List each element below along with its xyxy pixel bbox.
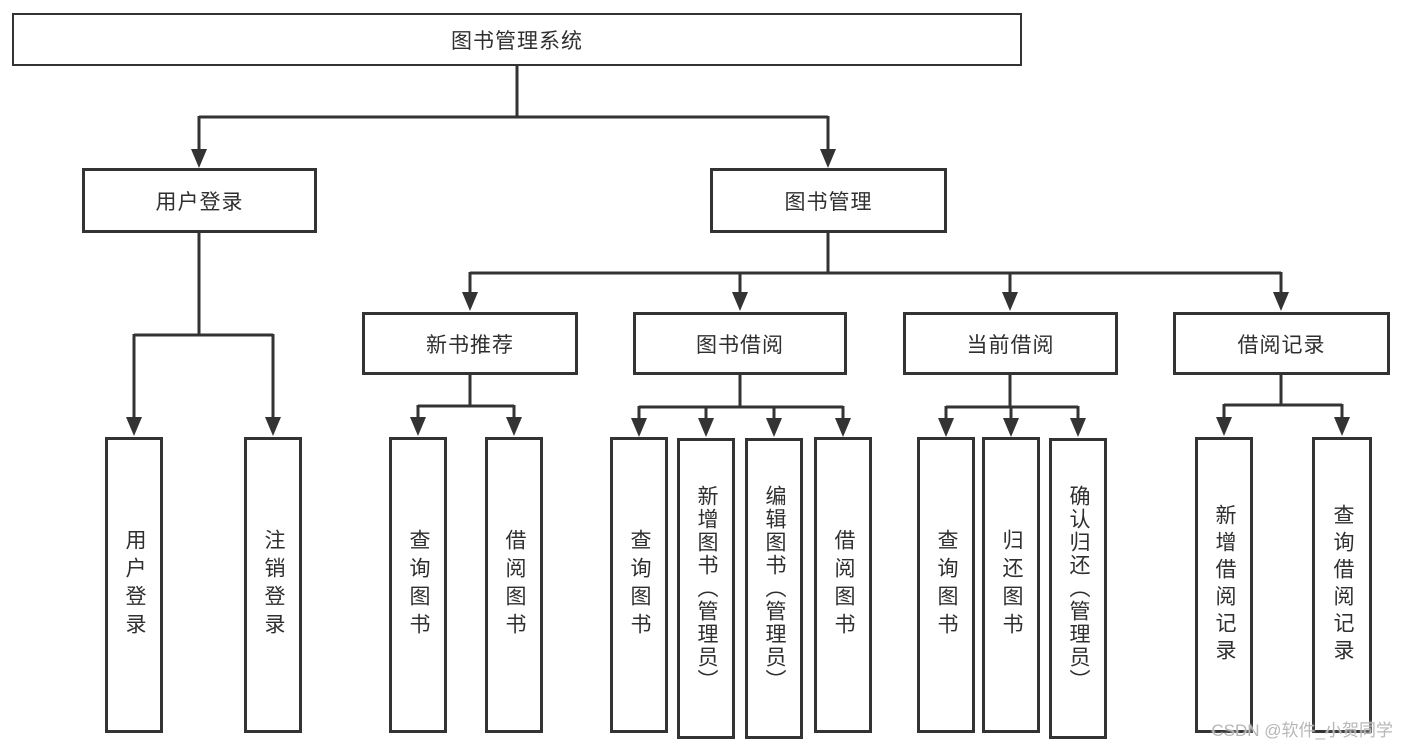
arrowhead-icon: [1003, 418, 1019, 437]
connector-bookborrow-to-children: [637, 375, 845, 420]
leaf-borrow-books: 借阅图书: [814, 437, 872, 733]
node-user-login: 用户登录: [82, 168, 317, 233]
arrowhead-icon: [1216, 417, 1232, 436]
leaf-current-query-books: 查询图书: [917, 437, 975, 733]
connector-root-to-level2: [197, 66, 830, 151]
leaf-borrow-query-books-label: 查询图书: [628, 529, 652, 641]
arrowhead-icon: [1334, 417, 1350, 436]
leaf-recommend-borrow-books: 借阅图书: [485, 437, 543, 733]
node-book-management-label: 图书管理: [784, 190, 873, 214]
leaf-borrow-query-books: 查询图书: [610, 437, 668, 733]
leaf-user-login: 用户登录: [105, 437, 163, 733]
arrowhead-icon: [410, 417, 426, 436]
leaf-return-books-label: 归还图书: [1000, 529, 1024, 641]
node-root-label: 图书管理系统: [451, 29, 583, 53]
connector-borrowrecords-to-children: [1222, 375, 1344, 419]
arrowhead-icon: [732, 292, 748, 311]
leaf-add-books-admin: 新增图书（管理员）: [677, 438, 735, 739]
leaf-recommend-query-books-label: 查询图书: [407, 529, 431, 641]
arrowhead-icon: [462, 292, 478, 311]
leaf-recommend-query-books: 查询图书: [389, 437, 447, 733]
leaf-borrow-books-label: 借阅图书: [832, 529, 856, 641]
node-user-login-label: 用户登录: [155, 190, 244, 214]
leaf-recommend-borrow-books-label: 借阅图书: [503, 529, 527, 641]
node-current-borrow: 当前借阅: [903, 312, 1118, 375]
connector-newbookrec-to-children: [416, 375, 516, 419]
arrowhead-icon: [766, 418, 782, 437]
arrowhead-icon: [1002, 292, 1018, 311]
connector-currentborrow-to-children: [944, 375, 1080, 420]
arrowhead-icon: [191, 149, 207, 168]
connector-bookmgmt-to-level3: [468, 233, 1283, 294]
leaf-return-books: 归还图书: [982, 437, 1040, 733]
arrowhead-icon: [1273, 292, 1289, 311]
arrowhead-icon: [265, 417, 281, 436]
node-current-borrow-label: 当前借阅: [966, 333, 1055, 357]
leaf-edit-books-admin-label: 编辑图书（管理员）: [763, 485, 787, 692]
arrowhead-icon: [126, 417, 142, 436]
leaf-query-borrow-record: 查询借阅记录: [1312, 437, 1372, 733]
node-new-book-recommend-label: 新书推荐: [426, 333, 514, 357]
arrowhead-icon: [835, 418, 851, 437]
leaf-user-login-label: 用户登录: [123, 529, 147, 641]
node-new-book-recommend: 新书推荐: [362, 312, 578, 375]
arrowhead-icon: [506, 417, 522, 436]
leaf-edit-books-admin: 编辑图书（管理员）: [745, 438, 803, 739]
node-root: 图书管理系统: [12, 13, 1022, 66]
arrowhead-icon: [1070, 418, 1086, 437]
leaf-query-borrow-record-label: 查询借阅记录: [1331, 504, 1355, 666]
arrowhead-icon: [698, 418, 714, 437]
leaf-add-borrow-record-label: 新增借阅记录: [1213, 504, 1237, 666]
arrowhead-icon: [631, 418, 647, 437]
node-book-borrow: 图书借阅: [633, 312, 847, 375]
leaf-add-borrow-record: 新增借阅记录: [1195, 437, 1253, 733]
node-book-borrow-label: 图书借阅: [696, 333, 784, 357]
node-borrow-records: 借阅记录: [1173, 312, 1390, 375]
leaf-confirm-return-admin-label: 确认归还（管理员）: [1067, 485, 1091, 692]
leaf-add-books-admin-label: 新增图书（管理员）: [695, 485, 719, 692]
arrowhead-icon: [938, 418, 954, 437]
leaf-confirm-return-admin: 确认归还（管理员）: [1049, 438, 1107, 739]
leaf-current-query-books-label: 查询图书: [935, 529, 959, 641]
connector-userlogin-to-children: [132, 233, 275, 419]
arrowhead-icon: [820, 149, 836, 168]
leaf-logout-label: 注销登录: [262, 529, 286, 641]
csdn-watermark: CSDN @软件_小贺同学: [1211, 721, 1393, 740]
leaf-logout: 注销登录: [244, 437, 302, 733]
node-book-management: 图书管理: [710, 168, 947, 233]
node-borrow-records-label: 借阅记录: [1237, 333, 1326, 357]
